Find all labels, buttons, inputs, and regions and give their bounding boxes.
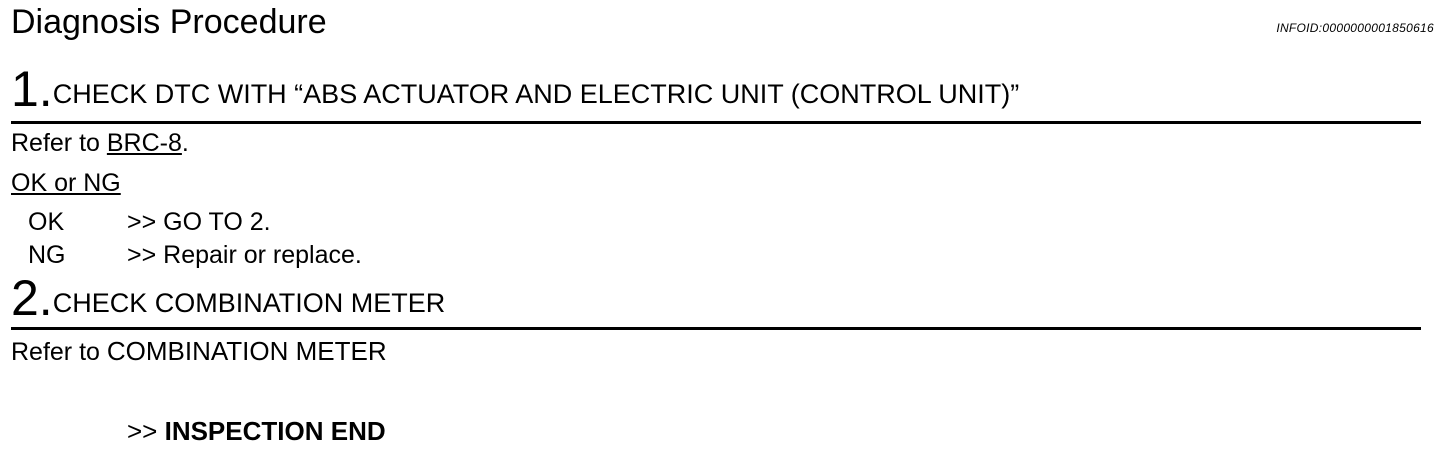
page-title: Diagnosis Procedure [11,3,327,41]
step-2-divider [11,327,1421,330]
step-1-divider [11,121,1421,124]
step-1-reference: Refer to BRC-8. [11,128,189,158]
step-2-reference: Refer to COMBINATION METER [11,336,387,367]
step-1-number: 1. [11,61,53,117]
step-2-title: CHECK COMBINATION METER [52,288,446,318]
result-ok-code: OK [28,208,65,236]
step-1-refer-suffix: . [181,129,189,157]
brc-8-link[interactable]: BRC-8 [106,129,182,157]
inspection-end-label: INSPECTION END [164,416,386,446]
result-ng-code: NG [28,241,66,269]
step-2-refer-prefix: Refer to [11,338,107,366]
final-result-prefix: >> [127,416,165,446]
final-result: >> INSPECTION END [127,415,386,447]
step-2-number: 2. [11,270,53,326]
step-1-refer-prefix: Refer to [11,129,107,157]
step-2-heading: 2.CHECK COMBINATION METER [11,273,445,323]
result-heading: OK or NG [11,169,121,197]
step-1-heading: 1.CHECK DTC WITH “ABS ACTUATOR AND ELECT… [11,64,1019,114]
result-ok-action: >> GO TO 2. [127,208,271,236]
info-id: INFOID:0000000001850616 [1276,21,1434,35]
combination-meter-reference: COMBINATION METER [106,336,387,366]
result-ng-action: >> Repair or replace. [127,241,362,269]
step-1-title: CHECK DTC WITH “ABS ACTUATOR AND ELECTRI… [52,79,1020,109]
